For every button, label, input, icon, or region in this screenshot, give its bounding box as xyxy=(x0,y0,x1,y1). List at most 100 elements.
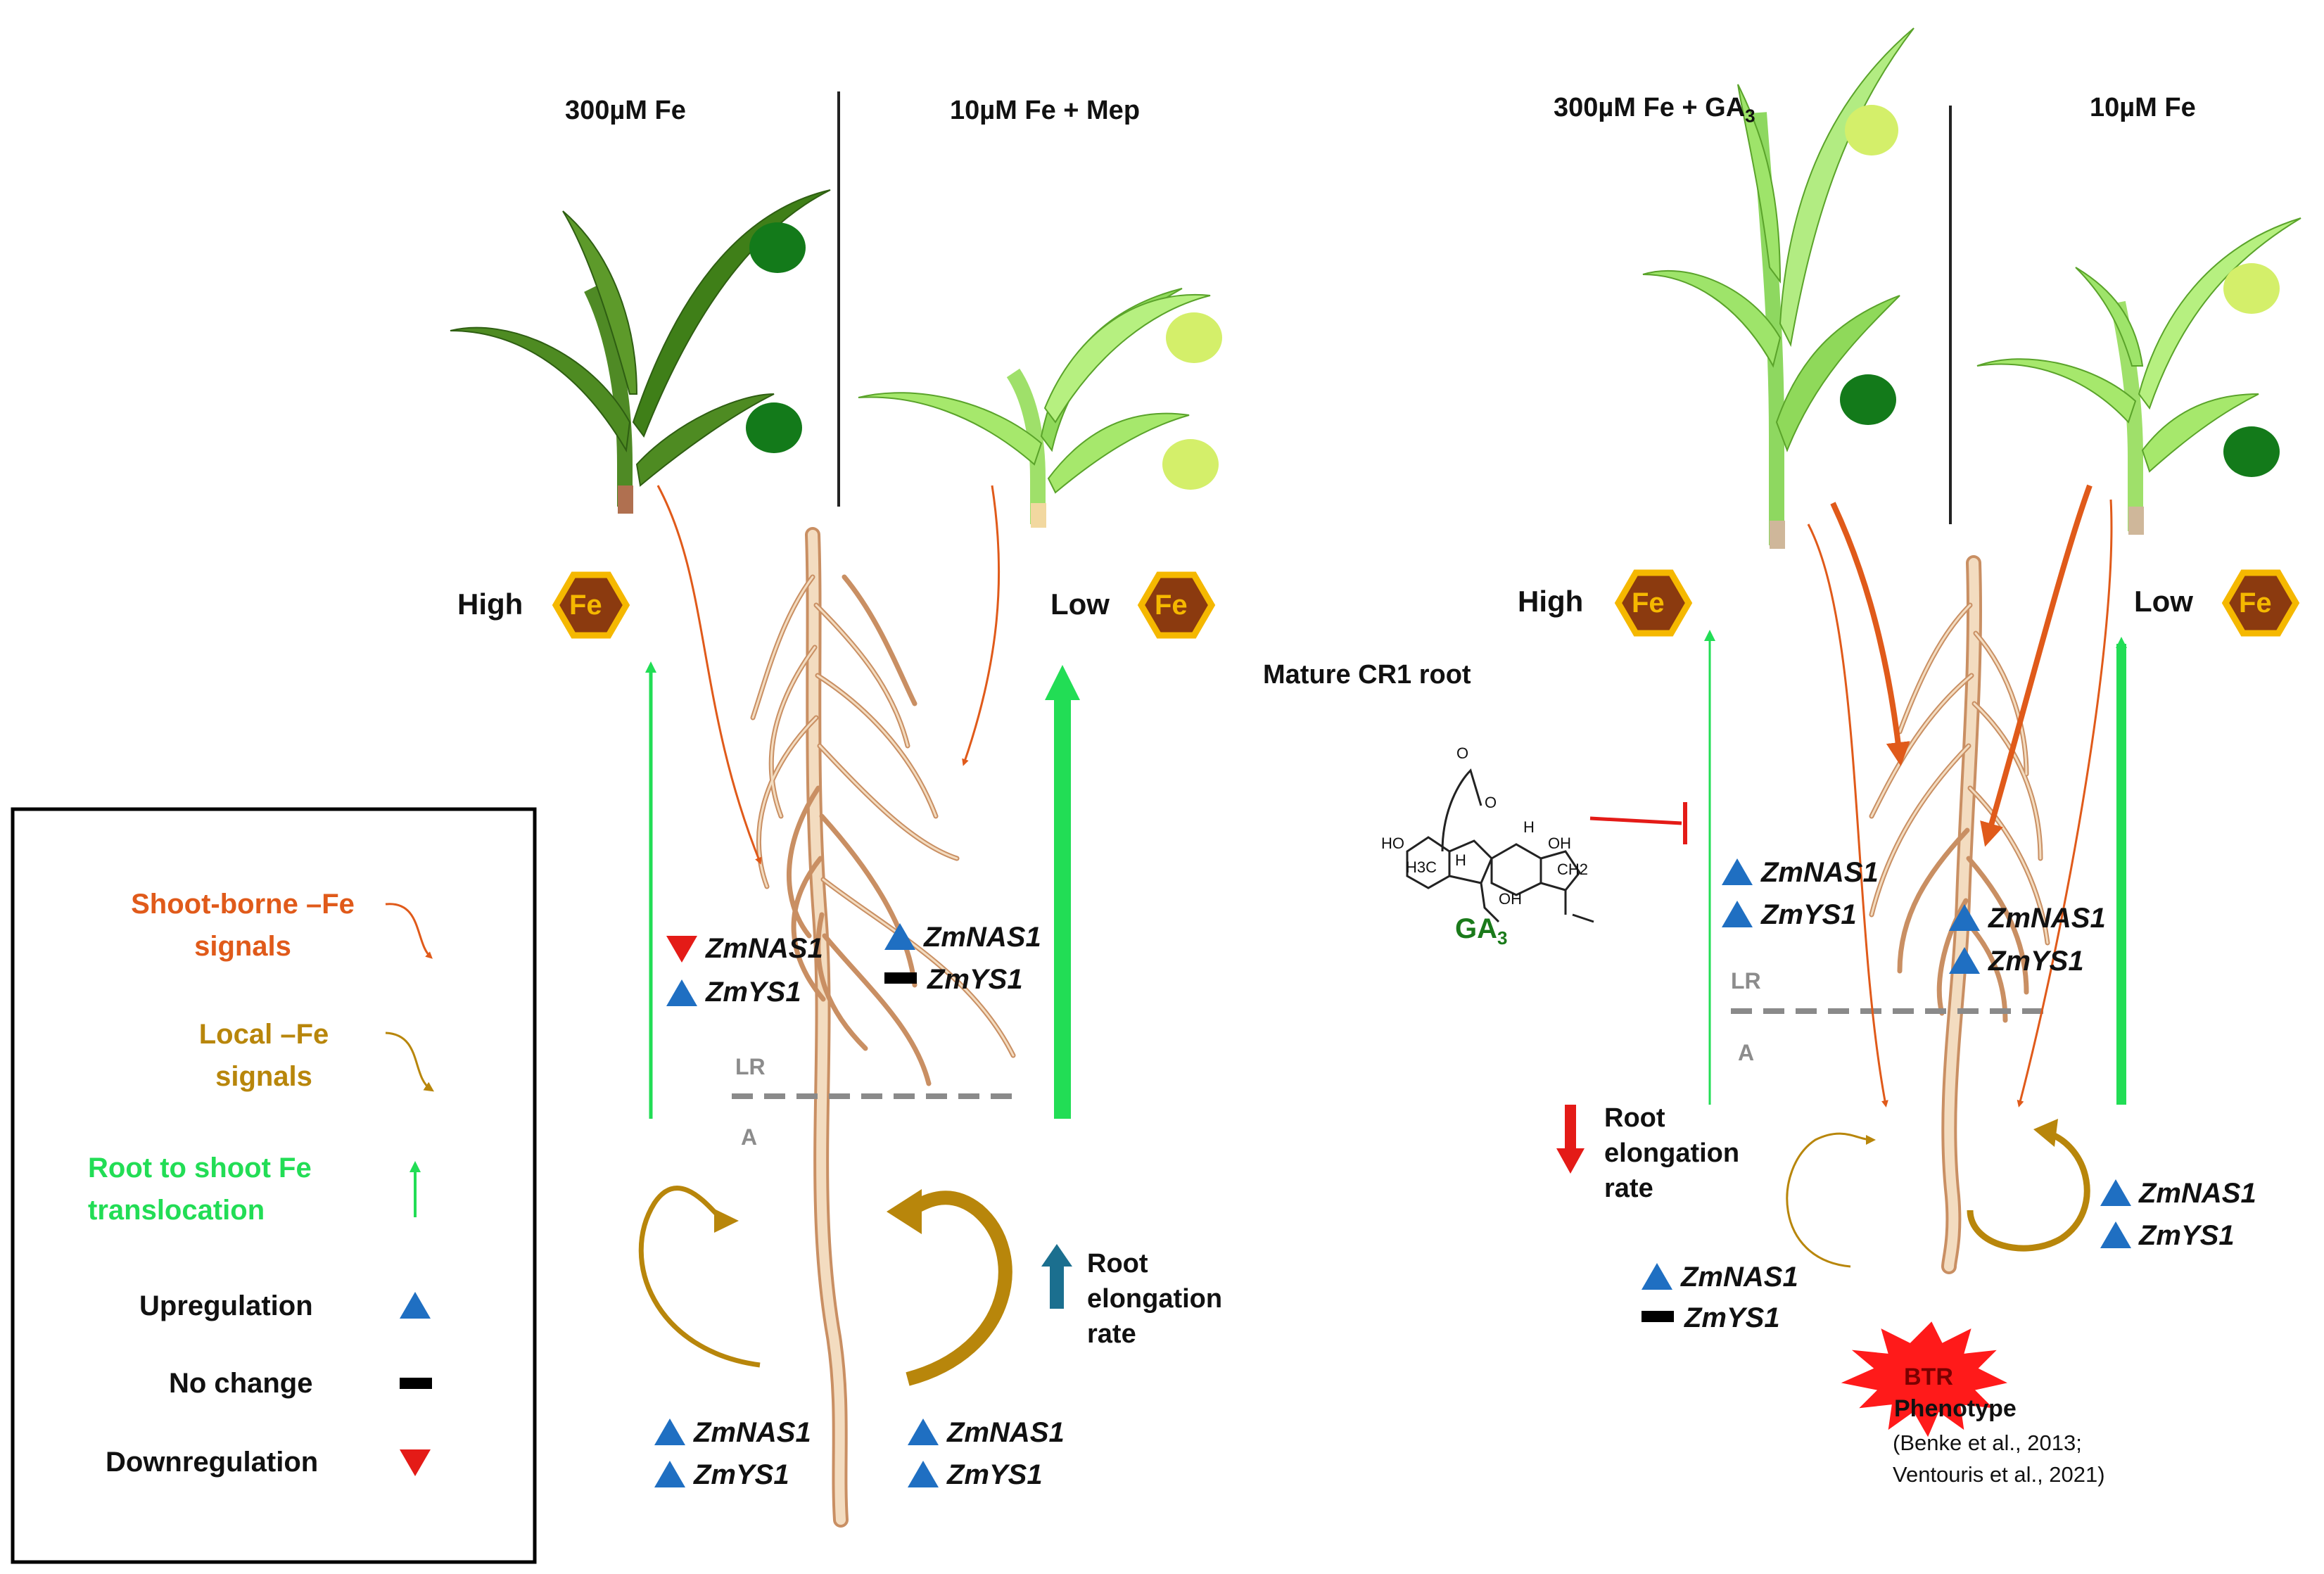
fe-level-left-low: Low xyxy=(1050,588,1110,621)
ga3-atom-label: HO xyxy=(1381,834,1404,852)
ga3-inhibition-line xyxy=(1589,816,1682,825)
ga3-atom-label: H xyxy=(1455,851,1466,869)
legend-local-arrow-sample xyxy=(385,1032,434,1092)
local-signal-loop-right-thick xyxy=(1967,1129,2090,1252)
root-elongation-text: rate xyxy=(1087,1319,1136,1349)
gene-label: ZmYS1 xyxy=(1761,899,1857,930)
upregulation-marker xyxy=(1949,904,1980,931)
gene-label: ZmYS1 xyxy=(1684,1302,1780,1333)
downregulation-marker xyxy=(400,1449,431,1476)
header-10um-fe: 10µM Fe xyxy=(2090,93,2196,122)
no-change-marker xyxy=(1642,1311,1674,1322)
legend-downregulation: Downregulation xyxy=(106,1447,319,1478)
chlorosis-dot xyxy=(1845,105,1898,156)
fe-level-right-high: High xyxy=(1518,585,1584,618)
root-elongation-text: elongation xyxy=(1087,1284,1223,1314)
ga3-atom-label: H xyxy=(1523,818,1535,836)
ga3-atom-label: O xyxy=(1485,794,1497,811)
fe-symbol: Fe xyxy=(1632,588,1665,618)
upregulation-marker xyxy=(1722,901,1753,927)
upregulation-marker xyxy=(666,979,697,1006)
legend-shoot-arrow-sample xyxy=(385,903,433,959)
fe-hexagon-right-low xyxy=(2221,569,2300,637)
upregulation-marker xyxy=(2100,1221,2131,1248)
upregulation-marker xyxy=(1949,947,1980,974)
gene-label: ZmYS1 xyxy=(706,977,801,1008)
shoot-signal-arrow xyxy=(656,485,762,865)
root-elongation-text: elongation xyxy=(1604,1138,1740,1168)
root-elongation-text: Root xyxy=(1087,1249,1148,1278)
btr-label: BTR xyxy=(1904,1364,1953,1390)
header-300um-fe-ga3-text: 300µM Fe + GA xyxy=(1554,93,1746,122)
upregulation-marker xyxy=(2100,1179,2131,1206)
ga3-label-text: GA xyxy=(1455,913,1497,944)
gene-label: ZmYS1 xyxy=(947,1459,1043,1490)
fe-symbol: Fe xyxy=(2239,588,2272,618)
chlorosis-dot xyxy=(1162,439,1219,490)
upregulation-marker xyxy=(654,1461,685,1487)
btr-phenotype-label: Phenotype xyxy=(1894,1395,2017,1422)
legend-shoot-borne-signals: Shoot-borne –Fe signals xyxy=(131,889,355,962)
gene-label: ZmNAS1 xyxy=(2139,1178,2256,1209)
fe-hexagon-left-low xyxy=(1137,571,1216,639)
shoot-signal-arrow-thick xyxy=(1830,502,1910,766)
chlorophyll-dot xyxy=(1840,374,1896,425)
plant-high-fe-left xyxy=(450,189,831,514)
upregulation-marker xyxy=(654,1418,685,1445)
chlorophyll-dot xyxy=(2223,426,2280,477)
plant-high-fe-ga3 xyxy=(1642,27,1915,549)
upregulation-marker xyxy=(908,1418,939,1445)
legend-upregulation: Upregulation xyxy=(139,1290,313,1321)
downregulation-marker xyxy=(666,936,697,963)
upregulation-marker xyxy=(1642,1263,1672,1290)
shoot-signal-arrow xyxy=(1807,523,1888,1107)
gene-label: ZmYS1 xyxy=(2139,1220,2235,1251)
root-elongation-text: rate xyxy=(1604,1174,1653,1203)
gene-label: ZmNAS1 xyxy=(924,922,1041,953)
upregulation-marker xyxy=(884,923,915,950)
no-change-marker xyxy=(400,1378,432,1389)
gene-label: ZmNAS1 xyxy=(1988,903,2106,934)
legend-translocation: Root to shoot Fe translocation xyxy=(88,1153,312,1226)
btr-starburst xyxy=(1841,1321,2007,1437)
header-300um-fe: 300µM Fe xyxy=(565,96,686,125)
root-elongation-text: Root xyxy=(1604,1103,1665,1133)
zone-a-right: A xyxy=(1738,1040,1755,1065)
btr-citation: (Benke et al., 2013; xyxy=(1893,1430,2082,1455)
local-signal-loop-left-arrowhead xyxy=(714,1209,739,1233)
zone-lr-left: LR xyxy=(735,1054,766,1079)
fe-level-right-low: Low xyxy=(2134,585,2193,618)
fe-hexagon-left-high xyxy=(552,571,630,639)
ga3-label: GA3 xyxy=(1455,915,1507,947)
gene-label: ZmYS1 xyxy=(1988,946,2084,977)
ga3-atom-label: OH xyxy=(1499,890,1522,908)
ga3-atom-label: O xyxy=(1456,744,1469,762)
plant-low-fe-left xyxy=(858,288,1211,528)
chlorophyll-dot xyxy=(746,402,802,453)
header-300um-fe-ga3-subscript: 3 xyxy=(1745,105,1755,127)
local-signal-loop-right-thin xyxy=(1786,1132,1876,1268)
fe-level-left-high: High xyxy=(457,588,523,621)
gene-label: ZmYS1 xyxy=(927,964,1023,995)
gene-label: ZmNAS1 xyxy=(694,1417,811,1448)
legend-box xyxy=(11,807,537,1564)
chlorosis-dot xyxy=(1166,312,1222,363)
fe-symbol: Fe xyxy=(569,590,602,621)
btr-citation: Ventouris et al., 2021) xyxy=(1893,1462,2105,1487)
local-signal-loop-left-big xyxy=(906,1191,1012,1386)
gene-label: ZmNAS1 xyxy=(1681,1262,1798,1293)
fe-symbol: Fe xyxy=(1155,590,1188,621)
legend-local-signals: Local –Fe signals xyxy=(198,1019,329,1092)
local-signal-loop-left xyxy=(638,1186,761,1368)
gene-label: ZmYS1 xyxy=(694,1459,789,1490)
gene-label: ZmNAS1 xyxy=(947,1417,1065,1448)
legend-no-change: No change xyxy=(169,1368,313,1399)
root-elongation-arrowhead-up xyxy=(1041,1244,1072,1267)
root-elongation-arrowhead-down xyxy=(1556,1148,1585,1174)
ga3-label-subscript: 3 xyxy=(1497,927,1508,948)
mature-root-label: Mature CR1 root xyxy=(1263,660,1471,690)
zone-lr-right: LR xyxy=(1731,968,1761,994)
header-10um-fe-mep: 10µM Fe + Mep xyxy=(950,96,1141,125)
